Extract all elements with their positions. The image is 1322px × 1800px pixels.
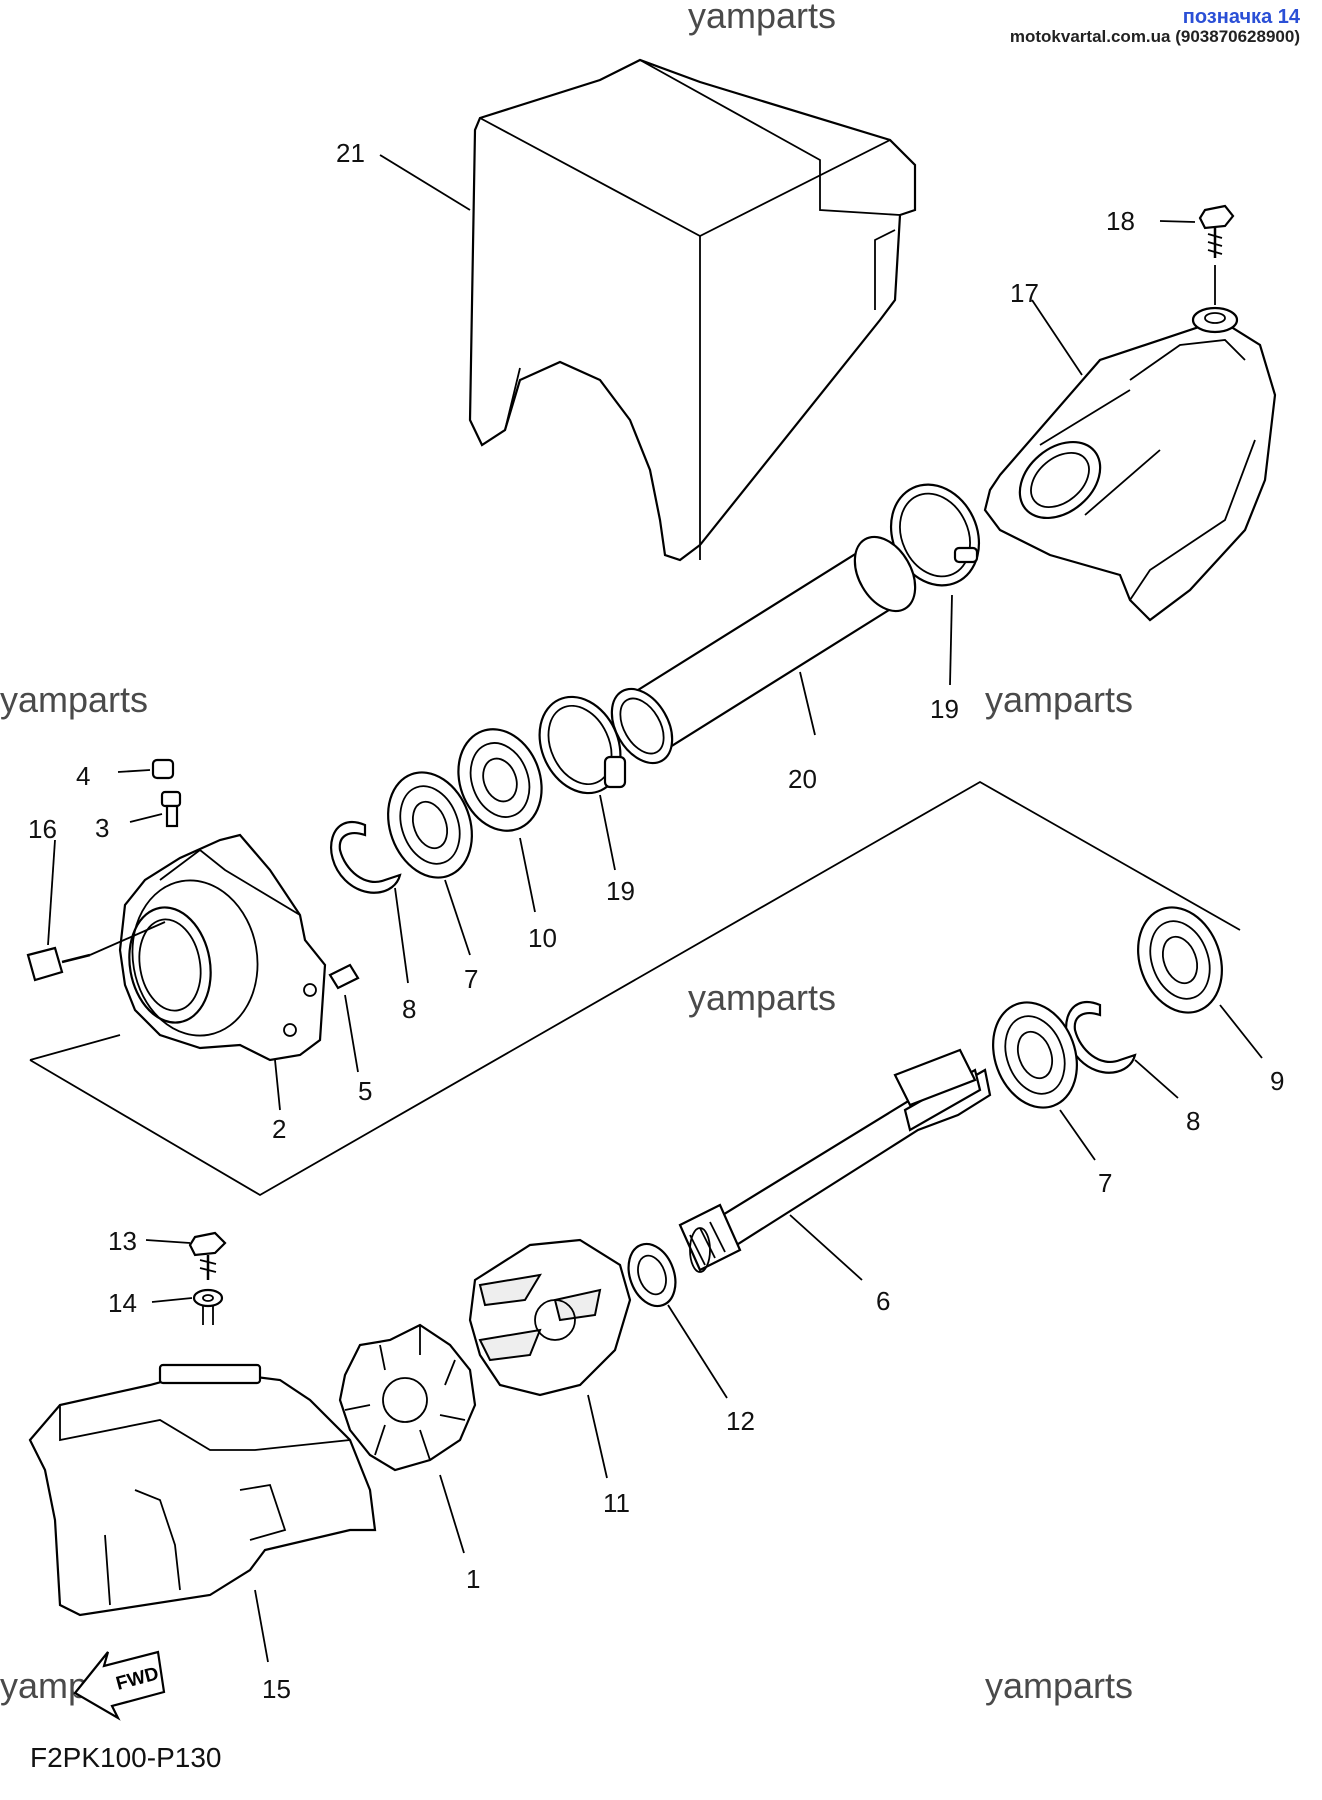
part-4-cap [151,758,175,780]
watermark: yamparts [688,0,836,36]
callout-2: 2 [272,1114,286,1144]
diagram-code: F2PK100-P130 [30,1742,222,1773]
callout-6: 6 [876,1286,890,1316]
part-2-housing [118,833,327,1062]
callout-1: 1 [466,1564,480,1594]
callout-20: 20 [788,764,817,794]
part-12-washer [627,1242,677,1308]
watermark: yamparts [985,679,1133,720]
part-17-nozzle [983,306,1277,622]
watermark: yamparts [688,977,836,1018]
part-13-bolt [188,1231,227,1280]
assembly-outline [29,780,1241,1197]
part-6-shaft [678,1048,992,1273]
site-label: motokvartal.com.ua (903870628900) [1009,27,1300,46]
callout-10: 10 [528,923,557,953]
callout-8-upper: 8 [402,994,416,1024]
part-5-pin [328,963,360,990]
part-7-bearing-lower [992,1001,1078,1109]
callout-17: 17 [1010,278,1039,308]
callout-18: 18 [1106,206,1135,236]
callout-8-lower: 8 [1186,1106,1200,1136]
callout-19-lower: 19 [606,876,635,906]
part-10-bearing [457,728,543,832]
callout-7-upper: 7 [464,964,478,994]
part-8-circlip-upper [330,821,402,894]
fwd-arrow-icon: FWD [73,1650,166,1721]
mark-label: позначка 14 [1182,6,1300,28]
callout-9: 9 [1270,1066,1284,1096]
part-11-impeller [468,1238,632,1397]
callout-14: 14 [108,1288,137,1318]
part-20-hose [610,535,917,765]
part-15-casing [28,1363,377,1617]
part-9-bearing [1137,906,1223,1014]
part-1-coupler [338,1323,477,1472]
watermark: yamparts [0,679,148,720]
callout-16: 16 [28,814,57,844]
callout-15: 15 [262,1674,291,1704]
part-19-clamp-lower [538,695,627,795]
callout-19-upper: 19 [930,694,959,724]
part-21-cover [468,58,917,562]
callout-21: 21 [336,138,365,168]
header: позначка 14 motokvartal.com.ua (90387062… [1010,6,1300,47]
callout-11: 11 [603,1488,630,1518]
callout-12: 12 [726,1406,755,1436]
callout-5: 5 [358,1076,372,1106]
callout-3: 3 [95,813,109,843]
callout-7-lower: 7 [1098,1168,1112,1198]
watermark: yamparts [985,1665,1133,1706]
part-7-bearing-upper [387,771,473,879]
leader-lines [47,154,1263,1663]
part-3-nipple [160,790,182,828]
part-14-washer [192,1288,224,1325]
callout-4: 4 [76,761,90,791]
callout-13: 13 [108,1226,137,1256]
part-16-bolt [26,946,91,982]
part-18-bolt [1198,204,1235,258]
